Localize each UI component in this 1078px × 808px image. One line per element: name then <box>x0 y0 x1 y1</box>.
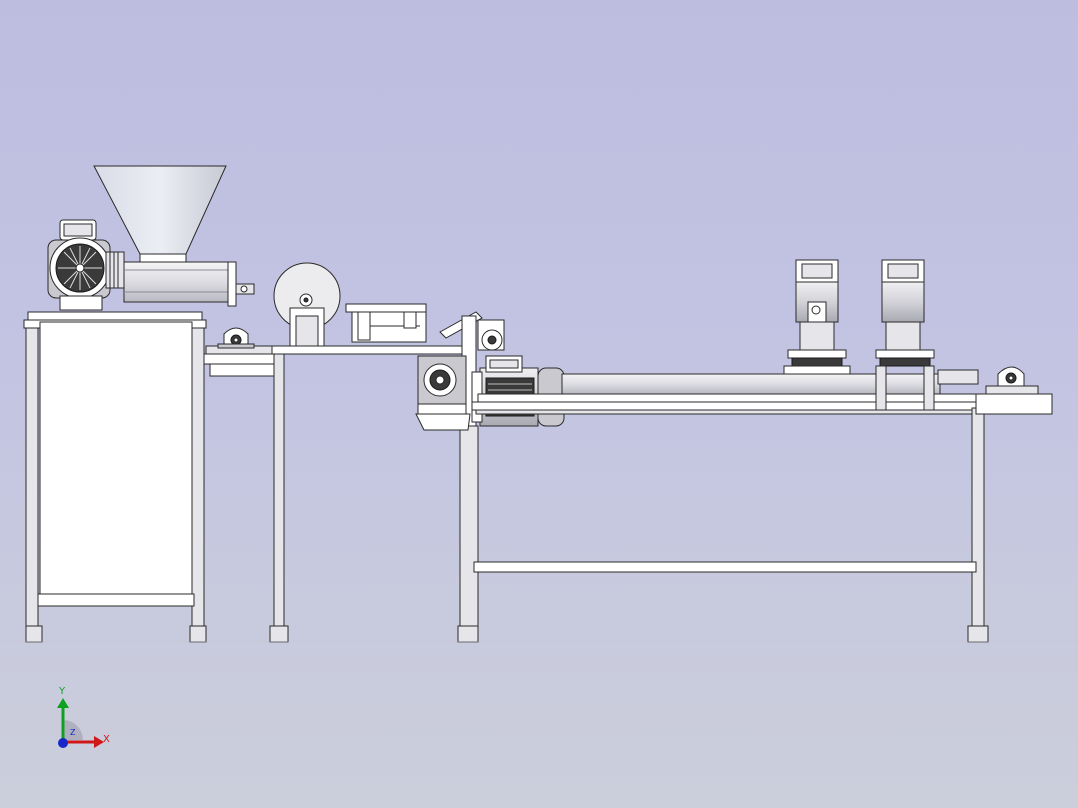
y-axis-label: Y <box>59 686 66 697</box>
z-axis-label: Z <box>70 728 76 737</box>
servo-motor-1 <box>783 259 851 375</box>
bearing-block-right <box>985 366 1039 395</box>
extruder-motor <box>47 219 125 311</box>
drive-bracket <box>439 311 505 643</box>
bearing-block-left <box>203 327 281 377</box>
servo-motor-2 <box>875 259 935 411</box>
cutter-stand <box>269 303 469 643</box>
x-axis-label: X <box>103 734 110 745</box>
x-axis-arrow <box>63 736 104 748</box>
extruder-cabinet <box>23 311 207 643</box>
z-axis-dot <box>58 738 68 748</box>
cutter-disc <box>273 262 341 347</box>
y-axis-arrow <box>57 698 69 742</box>
z-axis-arc <box>63 720 83 740</box>
hopper <box>93 165 227 265</box>
worm-gearbox <box>415 355 471 431</box>
conveyor-frame <box>471 369 1053 643</box>
extruder-barrel <box>123 261 255 307</box>
